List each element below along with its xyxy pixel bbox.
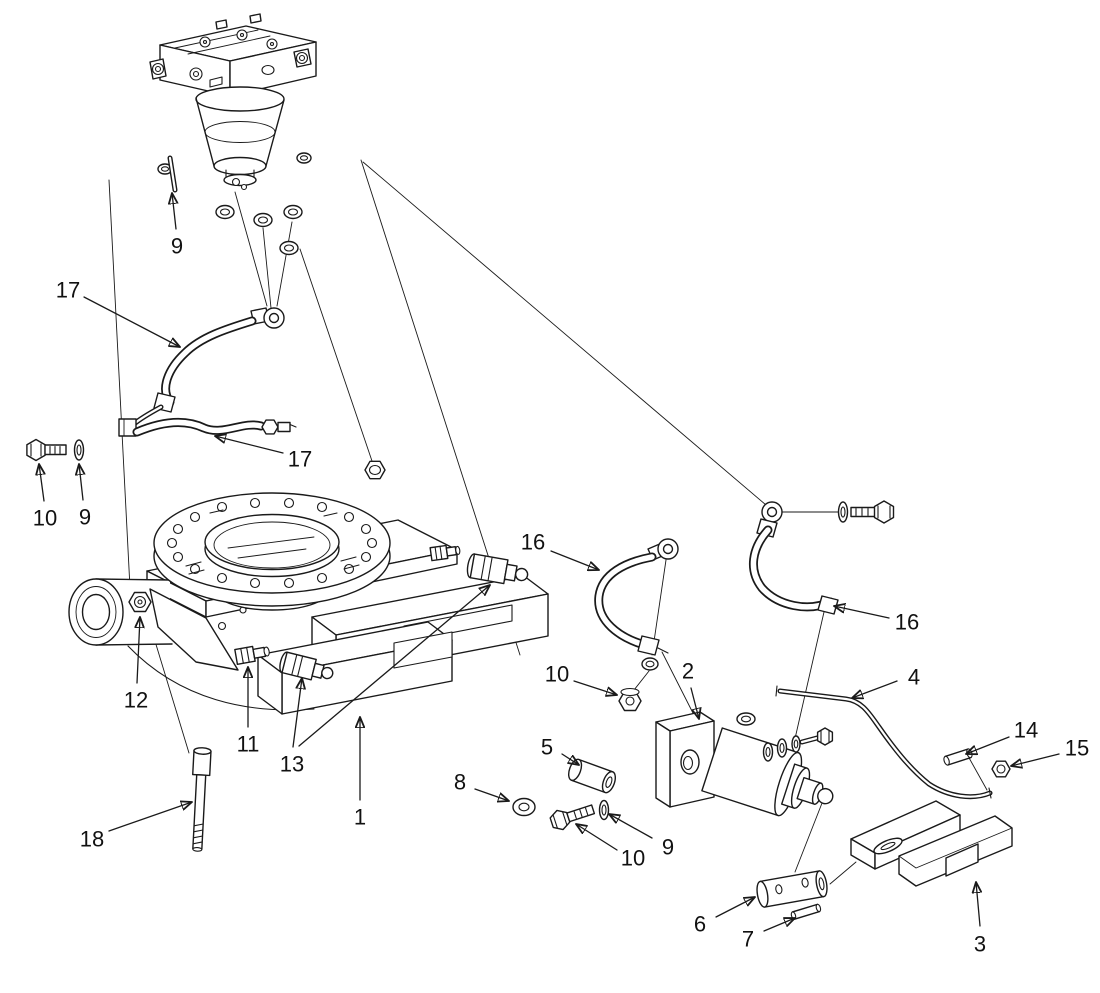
leader-14-pin xyxy=(966,736,1010,754)
socket-bolt-18 xyxy=(192,747,212,852)
nut-15 xyxy=(991,760,1011,778)
mounting-bracket-3 xyxy=(850,800,1013,887)
fitting-11-top xyxy=(429,544,461,562)
leader-15-nut xyxy=(1011,753,1060,766)
quick-coupler-13-front xyxy=(279,651,334,681)
leader-10-bolt-left xyxy=(39,464,44,502)
leader-13-coupler-b xyxy=(298,585,490,747)
callout-16-hose-right: 16 xyxy=(895,610,919,635)
clevis-pin-6 xyxy=(756,870,828,908)
hose-16-left xyxy=(594,538,679,671)
hydraulic-cylinder-2 xyxy=(655,711,834,817)
leader-17-hose-lower xyxy=(215,436,284,454)
control-rod-4 xyxy=(775,685,993,800)
flange-nut-12 xyxy=(128,591,152,613)
callout-3-bracket: 3 xyxy=(974,932,986,957)
leader-16-hose-right xyxy=(834,606,890,619)
leader-9-pin xyxy=(172,193,176,230)
leader-lines xyxy=(39,193,1060,932)
callout-10-bolt-bottom: 10 xyxy=(621,846,645,871)
callout-9-washer-bottom: 9 xyxy=(662,835,674,860)
washer-8 xyxy=(512,797,536,817)
callout-14-pin: 14 xyxy=(1014,718,1038,743)
hose-17-upper xyxy=(118,307,285,437)
callout-8-washer: 8 xyxy=(454,770,466,795)
bushing-5 xyxy=(567,758,617,794)
o-ring-set xyxy=(157,152,312,256)
callout-6-pin: 6 xyxy=(694,912,706,937)
pin-14 xyxy=(943,748,973,766)
hose-17-lower xyxy=(132,417,297,437)
callout-9-washer-left: 9 xyxy=(79,505,91,530)
callout-10-plug: 10 xyxy=(545,662,569,687)
leader-17-hose-upper xyxy=(83,296,180,347)
leader-3-bracket xyxy=(976,882,980,927)
leader-5-bushing xyxy=(561,753,579,765)
hose-16-right xyxy=(748,500,895,615)
leader-10-plug xyxy=(573,680,617,695)
callout-17-hose-lower: 17 xyxy=(288,447,312,472)
control-valve xyxy=(149,13,317,97)
leader-6-pin xyxy=(715,897,755,918)
hex-nut-top xyxy=(364,460,386,480)
leader-18-bolt xyxy=(108,802,192,832)
washer-9-left xyxy=(73,439,85,461)
leader-10-bolt-bottom xyxy=(576,824,618,851)
projection-lines xyxy=(108,159,988,885)
callout-7-pin: 7 xyxy=(742,927,754,952)
callout-17-hose-upper: 17 xyxy=(56,278,80,303)
fitting-11-front xyxy=(234,645,270,666)
callout-5-bushing: 5 xyxy=(541,735,553,760)
leader-13-coupler-a xyxy=(292,678,302,748)
quick-coupler-13-top xyxy=(466,553,529,585)
hex-plug-10 xyxy=(618,687,642,712)
bolt-10-bottom xyxy=(549,804,596,831)
leader-9-washer-bottom xyxy=(609,814,653,839)
cylinder-port-bolt-set xyxy=(762,727,834,762)
callout-labels: 9 17 17 10 9 16 16 12 11 13 1 10 2 4 5 8… xyxy=(33,234,1089,957)
callout-12-nut: 12 xyxy=(124,688,148,713)
leader-4-rod xyxy=(852,680,898,698)
callout-18-bolt: 18 xyxy=(80,827,104,852)
leader-7-pin xyxy=(763,918,795,932)
roll-pin-9 xyxy=(167,155,178,193)
callout-13-coupler: 13 xyxy=(280,752,304,777)
callout-9-pin: 9 xyxy=(171,234,183,259)
leader-12-nut xyxy=(137,617,140,684)
leader-9-washer-left xyxy=(79,464,83,501)
leader-2-cylinder xyxy=(690,687,699,719)
callout-1-frame: 1 xyxy=(354,805,366,830)
hydraulic-motor xyxy=(195,86,285,191)
callout-11-fitting: 11 xyxy=(237,732,260,757)
washer-9-bottom xyxy=(598,799,610,821)
callout-16-hose-left: 16 xyxy=(521,530,545,555)
callout-15-nut: 15 xyxy=(1065,736,1089,761)
leader-16-hose-left xyxy=(550,550,599,570)
roll-pin-7 xyxy=(790,903,822,920)
leader-8-washer xyxy=(474,788,509,801)
callout-4-rod: 4 xyxy=(908,665,920,690)
banjo-bolt-10-left xyxy=(26,438,67,462)
slewing-ring-bearing xyxy=(153,492,391,611)
callout-2-cylinder: 2 xyxy=(682,659,694,684)
callout-10-bolt-left: 10 xyxy=(33,506,57,531)
